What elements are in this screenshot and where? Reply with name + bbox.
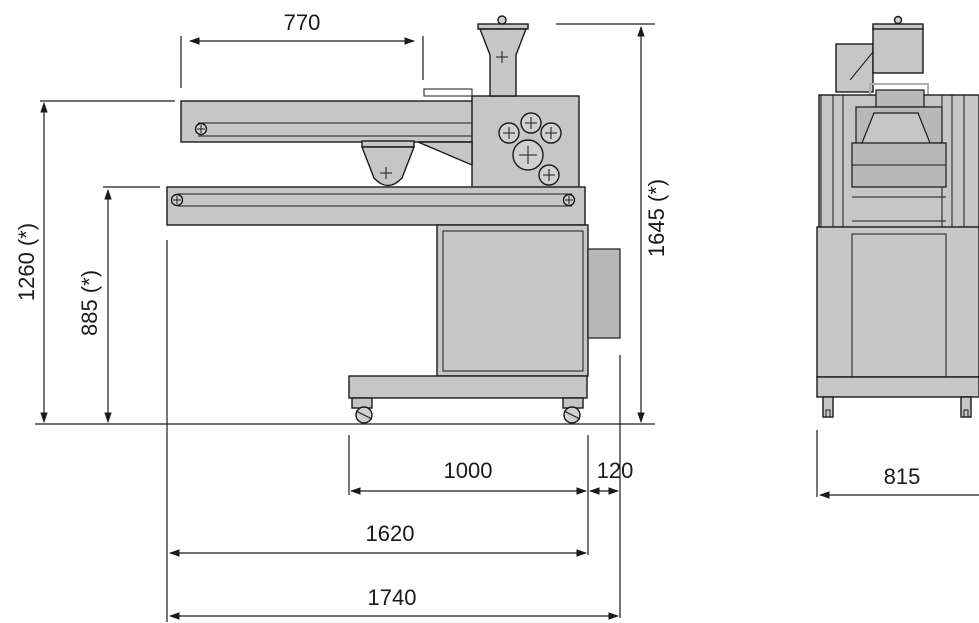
dim-label-1645: 1645 (*) bbox=[644, 179, 669, 257]
base-cabinet bbox=[348, 224, 621, 399]
dim-label-1260: 1260 (*) bbox=[14, 223, 39, 301]
casters bbox=[351, 397, 584, 424]
flour-duster bbox=[360, 140, 416, 187]
upper-belt-table bbox=[180, 100, 497, 143]
front-view: 815 bbox=[816, 15, 979, 499]
lower-belt-table bbox=[166, 186, 586, 226]
dim-label-1000: 1000 bbox=[444, 458, 493, 483]
dim-label-1620: 1620 bbox=[366, 521, 415, 546]
dim-label-1740: 1740 bbox=[368, 585, 417, 610]
dim-label-885: 885 (*) bbox=[77, 270, 102, 336]
guide-rail bbox=[423, 88, 473, 97]
dim-label-815: 815 bbox=[884, 464, 921, 489]
hopper bbox=[477, 15, 529, 97]
dim-label-770: 770 bbox=[284, 10, 321, 35]
dim-label-120: 120 bbox=[597, 458, 634, 483]
side-view: 770 1260 (*) 885 (*) 1645 (*) 1000 120 1… bbox=[14, 10, 669, 622]
extension-lines bbox=[40, 23, 655, 622]
